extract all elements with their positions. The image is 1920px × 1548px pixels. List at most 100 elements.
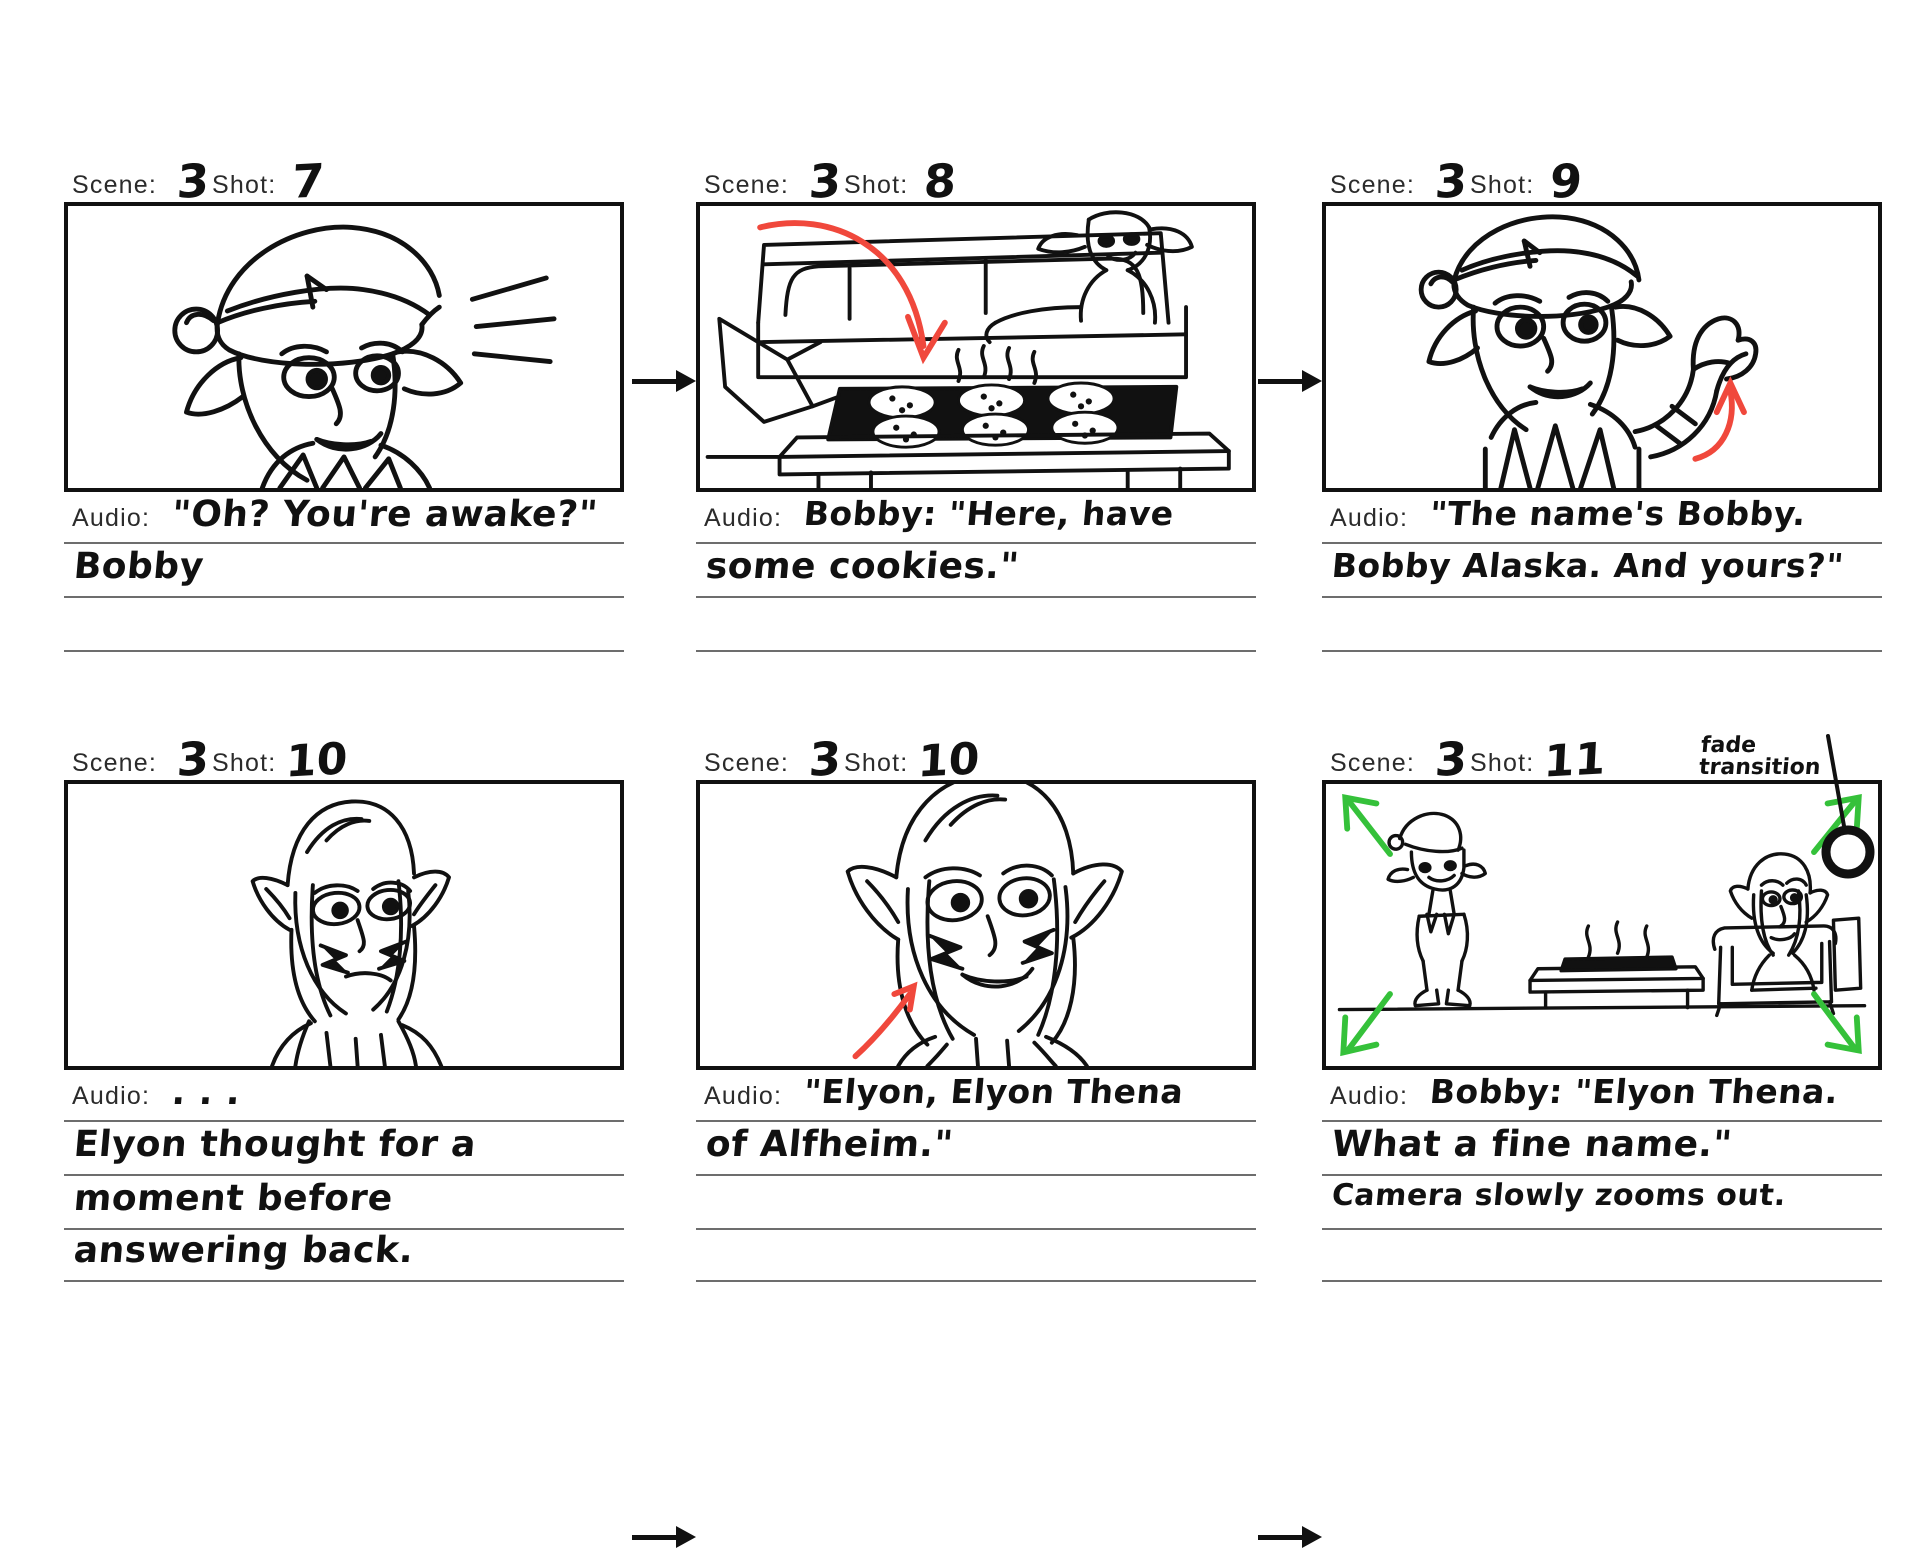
panel-3-notes: Audio: "The name's Bobby. Bobby Alaska. … xyxy=(1322,494,1882,696)
rule xyxy=(64,1228,624,1230)
shot-label: Shot: xyxy=(1470,171,1535,199)
panel-5-audio-line: "Elyon, Elyon Thena xyxy=(802,1072,1186,1111)
panel-1-notes: Audio: "Oh? You're awake?" Bobby xyxy=(64,494,624,696)
rule xyxy=(696,1174,1256,1176)
flow-arrow-2 xyxy=(1258,370,1322,392)
panel-2-drawing xyxy=(705,210,1231,488)
scene-number: 3 xyxy=(1433,153,1469,209)
scene-number: 3 xyxy=(1433,731,1469,787)
panel-5-header: Scene: 3 Shot: 10 xyxy=(696,728,1256,787)
panel-4[interactable]: Scene: 3 Shot: 10 xyxy=(64,728,624,1282)
rule xyxy=(64,1280,624,1282)
panel-1-frame[interactable] xyxy=(64,202,624,492)
audio-label: Audio: xyxy=(72,504,151,532)
panel-2-audio-line: Bobby: "Here, have xyxy=(802,494,1176,533)
shot-number: 9 xyxy=(1548,153,1584,209)
panel-3-note-line-1: Bobby Alaska. And yours?" xyxy=(1330,546,1846,585)
scene-label: Scene: xyxy=(72,171,158,199)
panel-1-drawing xyxy=(172,224,557,488)
panel-2-frame[interactable] xyxy=(696,202,1256,492)
panel-6-note-line-2: Camera slowly zooms out. xyxy=(1330,1178,1788,1213)
panel-3-drawing xyxy=(1418,214,1759,488)
flow-arrow-4 xyxy=(1258,1526,1322,1548)
red-arrow-annotation xyxy=(1692,376,1747,462)
rule xyxy=(696,1228,1256,1230)
panel-4-header: Scene: 3 Shot: 10 xyxy=(64,728,624,787)
panel-5[interactable]: Scene: 3 Shot: 10 xyxy=(696,728,1256,1282)
panel-2[interactable]: Scene: 3 Shot: 8 xyxy=(696,150,1256,696)
panel-4-notes: Audio: . . . Elyon thought for a moment … xyxy=(64,1072,624,1282)
panel-row-top: Scene: 3 Shot: 7 xyxy=(64,150,1882,710)
red-arrow-annotation xyxy=(757,220,948,365)
rule xyxy=(64,650,624,652)
panel-5-note-line-1: of Alfheim." xyxy=(704,1124,955,1165)
panel-6-note-line-1: What a fine name." xyxy=(1330,1124,1734,1165)
scene-label: Scene: xyxy=(1330,749,1416,777)
panel-6-audio-line: Bobby: "Elyon Thena. xyxy=(1428,1072,1840,1111)
panel-5-frame[interactable] xyxy=(696,780,1256,1070)
shot-label: Shot: xyxy=(844,171,909,199)
rule xyxy=(64,596,624,598)
rule xyxy=(1322,1280,1882,1282)
rule xyxy=(1322,650,1882,652)
scene-number: 3 xyxy=(807,153,843,209)
flow-arrow-1 xyxy=(632,370,696,392)
scene-label: Scene: xyxy=(72,749,158,777)
scene-number: 3 xyxy=(175,731,211,787)
shot-number: 8 xyxy=(922,153,958,209)
shot-label: Shot: xyxy=(844,749,909,777)
rule xyxy=(1322,542,1882,544)
panel-6[interactable]: Scene: 3 Shot: 11 xyxy=(1322,728,1882,1282)
rule xyxy=(64,1174,624,1176)
red-arrow-annotation xyxy=(852,981,918,1060)
panel-5-notes: Audio: "Elyon, Elyon Thena of Alfheim." xyxy=(696,1072,1256,1282)
rule xyxy=(696,596,1256,598)
scene-number: 3 xyxy=(175,153,211,209)
rule xyxy=(696,1280,1256,1282)
panel-1[interactable]: Scene: 3 Shot: 7 xyxy=(64,150,624,696)
rule xyxy=(696,1120,1256,1122)
panel-3-header: Scene: 3 Shot: 9 xyxy=(1322,150,1882,209)
panel-6-notes: Audio: Bobby: "Elyon Thena. What a fine … xyxy=(1322,1072,1882,1282)
panel-2-note-line-1: some cookies." xyxy=(704,546,1021,587)
panel-3-frame[interactable] xyxy=(1322,202,1882,492)
rule xyxy=(64,542,624,544)
panel-2-notes: Audio: Bobby: "Here, have some cookies." xyxy=(696,494,1256,696)
rule xyxy=(1322,1228,1882,1230)
rule xyxy=(1322,596,1882,598)
audio-label: Audio: xyxy=(1330,504,1409,532)
shot-label: Shot: xyxy=(1470,749,1535,777)
panel-2-header: Scene: 3 Shot: 8 xyxy=(696,150,1256,209)
rule xyxy=(1322,1174,1882,1176)
rule xyxy=(696,650,1256,652)
panel-6-header: Scene: 3 Shot: 11 xyxy=(1322,728,1882,787)
storyboard-sheet: Scene: 3 Shot: 7 xyxy=(64,150,1882,1548)
panel-6-drawing xyxy=(1337,794,1867,1057)
rule xyxy=(64,1120,624,1122)
panel-5-drawing xyxy=(845,784,1124,1066)
panel-6-frame[interactable] xyxy=(1322,780,1882,1070)
scene-label: Scene: xyxy=(1330,171,1416,199)
panel-grid: Scene: 3 Shot: 7 xyxy=(64,150,1882,1548)
flow-arrow-3 xyxy=(632,1526,696,1548)
scene-number: 3 xyxy=(807,731,843,787)
shot-label: Shot: xyxy=(212,171,277,199)
panel-1-note-line-1: Bobby xyxy=(72,546,206,587)
panel-3[interactable]: Scene: 3 Shot: 9 xyxy=(1322,150,1882,696)
shot-number: 7 xyxy=(290,153,326,209)
panel-4-frame[interactable] xyxy=(64,780,624,1070)
rule xyxy=(1322,1120,1882,1122)
rule xyxy=(696,542,1256,544)
audio-label: Audio: xyxy=(1330,1082,1409,1110)
panel-3-audio-line: "The name's Bobby. xyxy=(1428,494,1808,533)
audio-label: Audio: xyxy=(704,504,783,532)
panel-4-note-line-1: Elyon thought for a xyxy=(72,1124,478,1165)
shot-label: Shot: xyxy=(212,749,277,777)
panel-4-note-line-3: answering back. xyxy=(72,1230,416,1271)
audio-label: Audio: xyxy=(704,1082,783,1110)
panel-4-drawing xyxy=(250,799,451,1066)
audio-label: Audio: xyxy=(72,1082,151,1110)
panel-1-header: Scene: 3 Shot: 7 xyxy=(64,150,624,209)
scene-label: Scene: xyxy=(704,171,790,199)
scene-label: Scene: xyxy=(704,749,790,777)
